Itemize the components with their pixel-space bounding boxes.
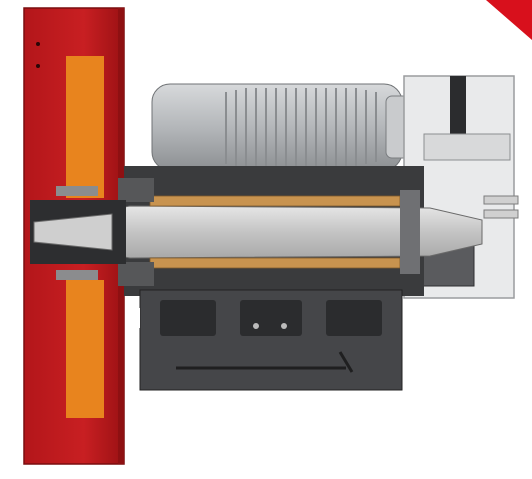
corner-accent [486, 0, 532, 40]
front-nose [30, 186, 126, 280]
spindle-shaft [31, 178, 483, 286]
motor [151, 83, 411, 171]
spindle-housing [124, 166, 424, 391]
insulation-blocks [66, 56, 104, 418]
